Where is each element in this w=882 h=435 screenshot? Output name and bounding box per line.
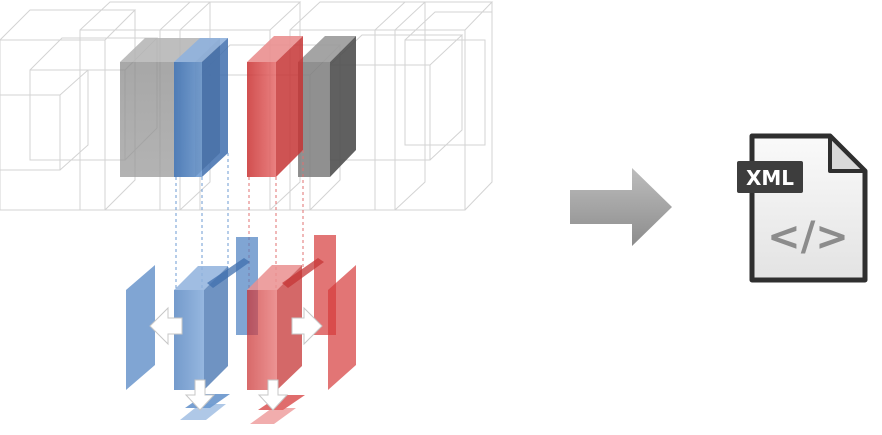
red-slab-exploded	[247, 290, 277, 390]
right-direction-arrow-icon	[291, 306, 323, 346]
down-direction-arrow-icon	[184, 379, 216, 411]
red-side-plane	[328, 265, 356, 390]
gray-volume-right	[298, 36, 356, 177]
left-direction-arrow-icon	[149, 306, 183, 346]
ghost-box	[404, 11, 492, 146]
xml-file-icon: XML </>	[737, 133, 868, 283]
red-exploded-parts	[247, 235, 356, 424]
blue-exploded-parts	[126, 237, 258, 420]
code-glyph: </>	[767, 214, 849, 260]
ghost-box-grid	[0, 1, 494, 211]
down-direction-arrow-icon	[257, 379, 289, 411]
blue-side-plane	[126, 265, 155, 390]
projection-lines	[175, 150, 304, 290]
ghost-box	[0, 9, 137, 211]
xml-badge	[737, 161, 803, 193]
red-slab-top	[247, 36, 303, 177]
blue-slab-top	[174, 38, 228, 177]
ghost-box	[0, 69, 89, 171]
xml-badge-label: XML	[746, 166, 794, 190]
ghost-box	[374, 1, 494, 211]
blue-slab-exploded	[174, 290, 204, 390]
right-arrow-icon	[570, 168, 672, 246]
